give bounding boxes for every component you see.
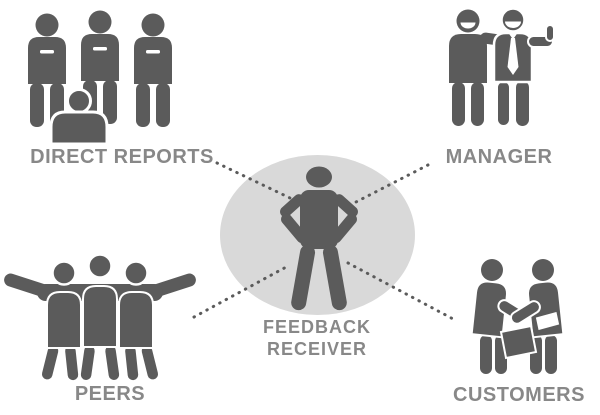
peer-head — [51, 260, 77, 286]
child-person-icon — [49, 88, 109, 146]
peers-group-icon — [4, 253, 196, 382]
adult-person-icon — [28, 13, 66, 127]
receiver-legs — [291, 244, 347, 311]
connector-peers — [192, 264, 290, 319]
thumbs-up-arm-icon — [527, 24, 555, 48]
manager-person-icon — [492, 7, 555, 127]
adult-person-icon — [134, 13, 172, 127]
receiver-head — [306, 166, 332, 188]
feedback-line: FEEDBACK — [262, 317, 372, 337]
smile-icon — [505, 21, 521, 28]
connector-manager — [354, 163, 430, 204]
label-peers: PEERS — [74, 383, 146, 405]
chest-badge — [93, 47, 107, 51]
peer-torso — [46, 291, 82, 349]
feedback-receiver-icon — [280, 166, 358, 311]
connector-customers — [346, 261, 457, 322]
connector-direct-reports — [215, 161, 292, 200]
peer-head — [123, 260, 149, 286]
colleague-person-icon — [449, 9, 524, 126]
customer-head — [481, 259, 503, 281]
paper-icon — [534, 310, 561, 332]
handshake-icon — [497, 299, 541, 325]
smile-icon — [460, 22, 476, 29]
peer-head — [87, 253, 113, 279]
customers-handshake-icon — [470, 259, 565, 374]
chest-badge — [40, 50, 54, 54]
label-customers: CUSTOMERS — [453, 384, 585, 406]
direct-reports-group-icon — [28, 10, 172, 146]
label-feedback-receiver: FEEDBACK RECEIVER — [263, 316, 371, 360]
label-direct-reports: DIRECT REPORTS — [30, 146, 214, 168]
peer-torso — [82, 285, 118, 348]
customer-head — [532, 259, 554, 281]
briefcase-icon — [499, 324, 538, 360]
receiver-torso — [300, 190, 338, 249]
receiver-line: RECEIVER — [266, 339, 368, 359]
chest-badge — [146, 50, 160, 54]
peers-legs — [40, 344, 160, 382]
label-manager: MANAGER — [445, 146, 553, 168]
manager-pair-icon — [449, 7, 555, 127]
customer-person-left — [470, 280, 508, 374]
peer-torso — [118, 291, 154, 349]
tie-icon — [507, 33, 519, 75]
